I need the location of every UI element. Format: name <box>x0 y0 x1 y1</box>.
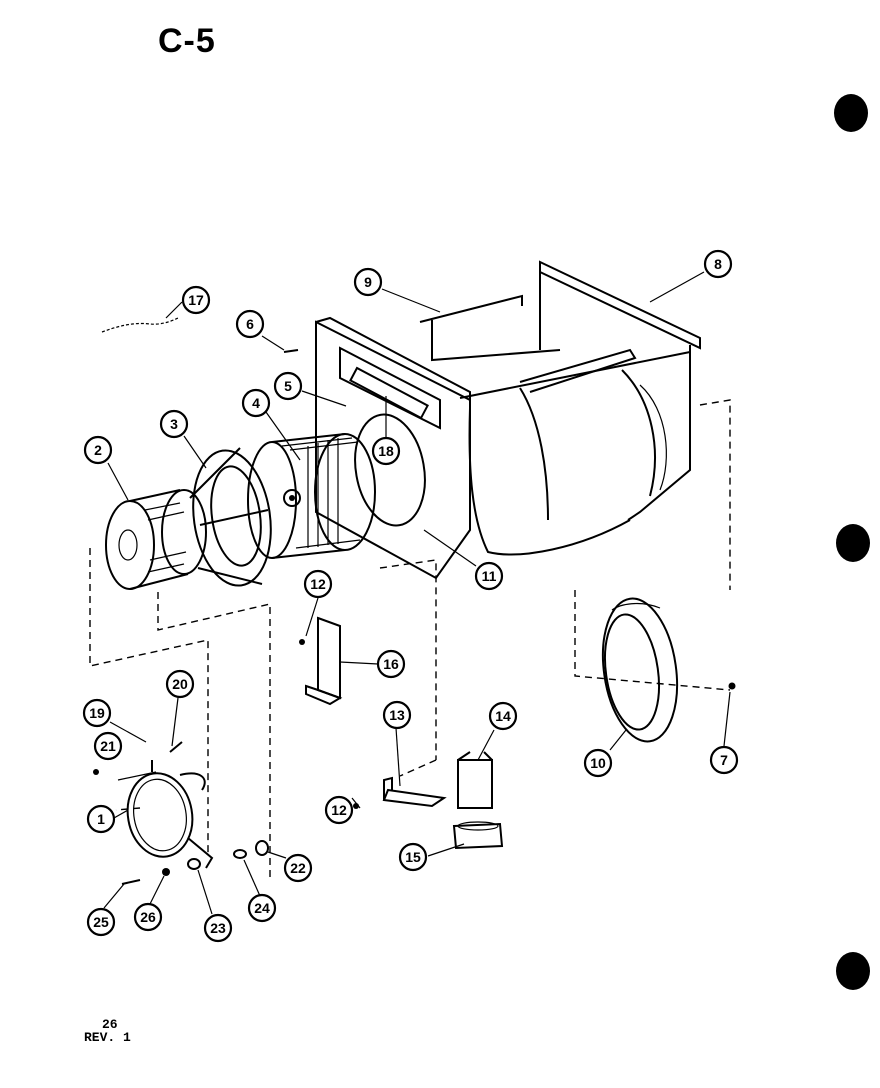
callout-24: 24 <box>247 893 277 923</box>
callout-14: 14 <box>488 701 518 731</box>
blower-wheel <box>247 433 376 559</box>
callout-label: 18 <box>378 443 394 459</box>
blower-motor <box>105 489 269 590</box>
callout-26: 26 <box>133 902 163 932</box>
callout-label: 11 <box>482 568 497 584</box>
callout-label: 10 <box>590 755 606 771</box>
callout-label: 20 <box>172 676 188 692</box>
callout-label: 4 <box>252 395 260 411</box>
callout-19: 19 <box>82 698 112 728</box>
callout-label: 19 <box>89 705 105 721</box>
page-number: 26 <box>102 1017 118 1032</box>
binder-hole-top <box>834 94 868 132</box>
callout-label: 8 <box>714 256 722 272</box>
callout-label: 26 <box>140 909 156 925</box>
callout-18: 18 <box>371 436 401 466</box>
motor-mount-ring <box>189 447 272 587</box>
callout-2: 2 <box>83 435 113 465</box>
callout-16: 16 <box>376 649 406 679</box>
page-footer: 26 REV. 1 <box>84 1018 131 1044</box>
callout-label: 5 <box>284 378 292 394</box>
callout-25: 25 <box>86 907 116 937</box>
callout-17: 17 <box>181 285 211 315</box>
callout-13: 13 <box>382 700 412 730</box>
binder-hole-bottom <box>836 952 870 990</box>
screw <box>283 349 299 353</box>
diagram-title: C-5 <box>158 22 216 60</box>
callout-label: 9 <box>364 274 372 290</box>
callout-9: 9 <box>353 267 383 297</box>
callout-23: 23 <box>203 913 233 943</box>
callout-label: 12 <box>310 576 326 592</box>
capacitor <box>457 751 493 809</box>
callout-label: 17 <box>188 292 204 308</box>
callout-label: 23 <box>210 920 226 936</box>
capacitor-cup <box>452 821 504 850</box>
callout-label: 13 <box>389 707 405 723</box>
callout-label: 22 <box>290 860 306 876</box>
wire-tie <box>101 317 179 333</box>
callout-22: 22 <box>283 853 313 883</box>
leader-lines <box>103 271 731 915</box>
blower-housing <box>419 260 701 556</box>
callout-5: 5 <box>273 371 303 401</box>
callout-label: 12 <box>331 802 347 818</box>
binder-hole-middle <box>836 524 870 562</box>
callout-label: 16 <box>383 656 399 672</box>
callout-label: 2 <box>94 442 102 458</box>
callout-3: 3 <box>159 409 189 439</box>
callout-label: 14 <box>495 708 511 724</box>
callout-4: 4 <box>241 388 271 418</box>
callout-label: 25 <box>93 914 109 930</box>
revision-label: REV. 1 <box>84 1030 131 1045</box>
callout-7: 7 <box>709 745 739 775</box>
callout-label: 1 <box>97 811 105 827</box>
callout-15: 15 <box>398 842 428 872</box>
motor-bracket <box>305 616 343 706</box>
screw-12-upper <box>299 639 305 645</box>
callout-1: 1 <box>86 804 116 834</box>
inlet-ring <box>601 597 679 743</box>
callout-21: 21 <box>93 731 123 761</box>
callout-label: 15 <box>405 849 421 865</box>
screw-7 <box>728 682 736 690</box>
callout-8: 8 <box>703 249 733 279</box>
small-hardware <box>93 741 269 885</box>
motor-band <box>117 771 214 869</box>
callout-label: 3 <box>170 416 178 432</box>
callout-10: 10 <box>583 748 613 778</box>
callout-12-lower: 12 <box>324 795 354 825</box>
callout-label: 21 <box>100 738 116 754</box>
callout-label: 7 <box>720 752 728 768</box>
callout-label: 24 <box>254 900 270 916</box>
callout-12-upper: 12 <box>303 569 333 599</box>
callout-label: 6 <box>246 316 254 332</box>
callout-20: 20 <box>165 669 195 699</box>
assembly-lines <box>89 399 731 880</box>
callout-11: 11 <box>474 561 504 591</box>
callout-6: 6 <box>235 309 265 339</box>
support-bracket <box>382 776 447 808</box>
